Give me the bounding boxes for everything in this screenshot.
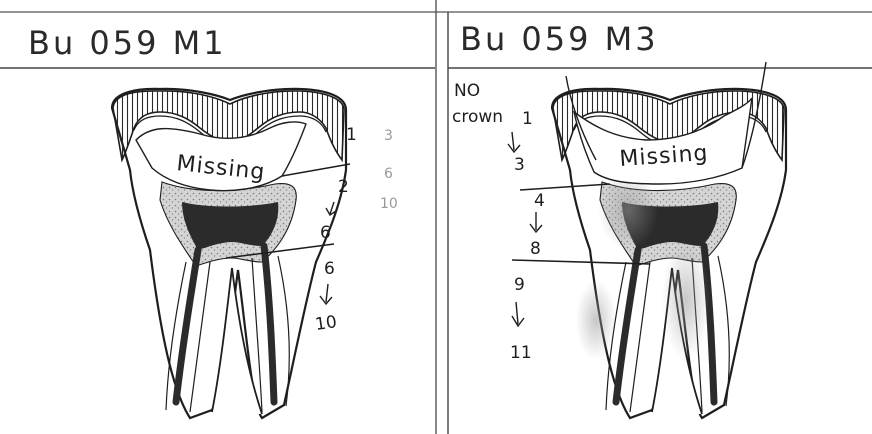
right-panel: Bu 059 M3 Missing NO crown 1 3 4 8 9 1 [452,20,786,418]
left-panel: Bu 059 M1 Missing 1 2 6 6 10 3 6 10 [28,24,398,418]
faint-label-3: 3 [384,128,393,144]
tooth-drawing [112,89,346,418]
label-6a: 6 [320,223,331,243]
label-8: 8 [530,239,541,259]
arrow-down-icon [508,132,520,152]
faint-label-6: 6 [384,166,393,182]
arrow-down-icon [320,284,332,304]
faint-label-10: 10 [380,196,398,212]
label-11: 11 [510,343,532,363]
arrow-down-icon [530,212,542,232]
note-no: NO [454,81,480,101]
arrow-down-icon [512,302,524,326]
label-4: 4 [534,191,545,211]
label-3: 3 [514,155,525,175]
label-10: 10 [314,312,338,335]
note-crown: crown [452,107,503,127]
label-1: 1 [522,109,533,129]
panel-title: Bu 059 M1 [28,24,227,62]
tooth-drawing [552,62,786,418]
panel-title: Bu 059 M3 [460,20,659,58]
label-2: 2 [338,177,349,197]
label-6b: 6 [324,259,335,279]
label-1: 1 [346,125,357,145]
label-9: 9 [514,275,525,295]
